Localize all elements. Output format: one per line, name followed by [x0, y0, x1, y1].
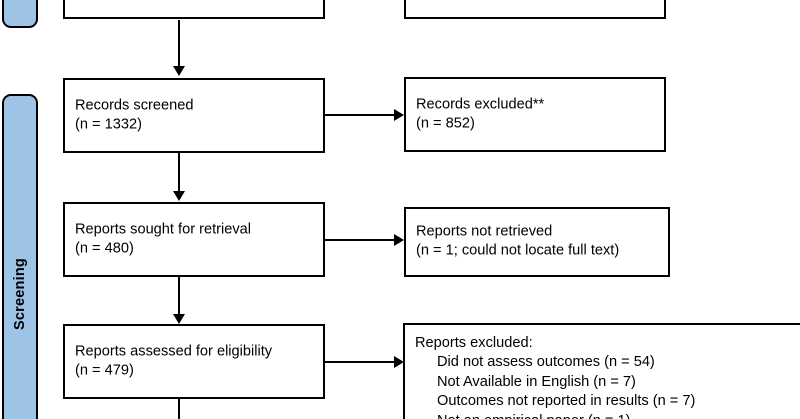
box-records-removed-partial: [404, 0, 666, 19]
text-line: Did not assess outcomes (n = 54): [437, 354, 655, 371]
box-records-screened: Records screened (n = 1332): [63, 78, 325, 153]
text-line-header: Reports excluded:: [415, 335, 533, 351]
text-line: Reports not retrieved: [416, 223, 553, 240]
text-line: Not an empirical paper (n = 1): [415, 412, 800, 419]
box-reports-excluded-list-text: Reports excluded: Did not assess outcome…: [415, 334, 800, 419]
box-reports-assessed-text: Reports assessed for eligibility (n = 47…: [75, 342, 317, 381]
connector-sought-to-assessed: [178, 277, 180, 315]
text-line: Records screened: [75, 97, 194, 114]
arrowhead-screened-to-sought: [173, 191, 185, 201]
connector-screened-to-sought: [178, 153, 180, 192]
text-line: (n = 479): [75, 362, 134, 379]
box-reports-sought-text: Reports sought for retrieval (n = 480): [75, 220, 317, 259]
phase-band-identification-partial: [2, 0, 38, 28]
box-reports-assessed-for-eligibility: Reports assessed for eligibility (n = 47…: [63, 324, 325, 399]
phase-band-screening: Screening: [2, 94, 38, 419]
text-line: Records excluded**: [416, 96, 545, 113]
phase-label-screening: Screening: [12, 258, 29, 330]
box-reports-sought-for-retrieval: Reports sought for retrieval (n = 480): [63, 202, 325, 277]
box-reports-excluded-list: Reports excluded: Did not assess outcome…: [403, 323, 800, 419]
text-line: (n = 1332): [75, 116, 142, 133]
text-line: Outcomes not reported in results (n = 7): [437, 393, 696, 410]
box-records-excluded: Records excluded** (n = 852): [404, 77, 666, 152]
box-records-excluded-text: Records excluded** (n = 852): [416, 95, 658, 134]
text-line: Not Available in English (n = 7): [437, 373, 636, 390]
connector-assessed-to-excluded-list: [324, 361, 396, 363]
arrowhead-identified-to-screened: [173, 66, 185, 76]
arrowhead-screened-to-excluded: [394, 109, 404, 121]
arrowhead-sought-to-not-retrieved: [394, 234, 404, 246]
connector-assessed-to-included-partial: [178, 399, 180, 419]
arrowhead-assessed-to-excluded-list: [394, 356, 404, 368]
box-reports-not-retrieved-text: Reports not retrieved (n = 1; could not …: [416, 223, 662, 262]
connector-screened-to-excluded: [324, 114, 396, 116]
text-line: Reports sought for retrieval: [75, 221, 252, 238]
box-records-identified-partial: [63, 0, 325, 19]
text-line: (n = 852): [416, 115, 475, 132]
text-line: Reports assessed for eligibility: [75, 343, 273, 360]
box-reports-not-retrieved: Reports not retrieved (n = 1; could not …: [404, 207, 670, 277]
arrowhead-sought-to-assessed: [173, 314, 185, 324]
connector-identified-to-screened: [178, 20, 180, 68]
text-line: (n = 480): [75, 240, 134, 257]
connector-sought-to-not-retrieved: [324, 239, 396, 241]
box-records-screened-text: Records screened (n = 1332): [75, 96, 317, 135]
text-line: (n = 1; could not locate full text): [416, 243, 620, 259]
